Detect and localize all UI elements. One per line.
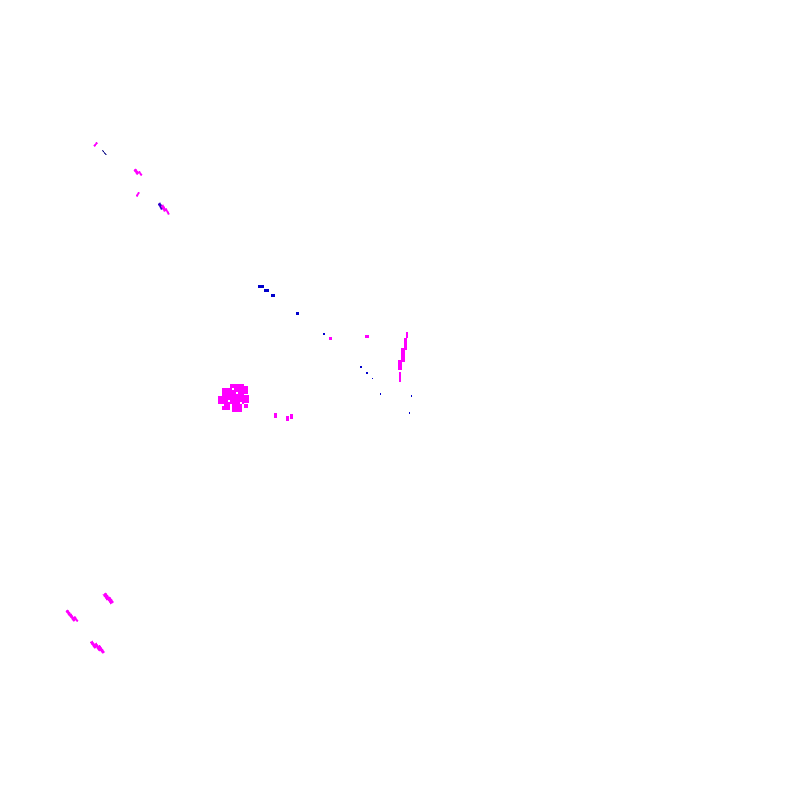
streak xyxy=(406,332,408,338)
blob-hole xyxy=(228,400,230,402)
streak xyxy=(160,204,167,212)
dot xyxy=(365,335,369,338)
blob-hole xyxy=(240,402,242,404)
blob-speck xyxy=(290,414,293,419)
cluster-upper-left-streaks xyxy=(93,141,170,215)
blob-part xyxy=(222,404,230,410)
streak xyxy=(399,372,401,382)
cluster-center-diagonal-dots xyxy=(258,285,412,414)
dot xyxy=(264,289,269,292)
streak xyxy=(68,613,76,622)
cluster-large-blob xyxy=(218,384,293,421)
dot xyxy=(409,412,410,414)
streak xyxy=(133,168,140,176)
blob-part xyxy=(218,396,230,404)
streak xyxy=(138,170,143,177)
dot xyxy=(258,285,264,288)
dot xyxy=(360,366,362,368)
streak xyxy=(106,596,114,605)
blob-part xyxy=(240,386,248,394)
cluster-lower-left-streaks xyxy=(65,592,114,654)
cluster-vertical-streak xyxy=(398,332,408,382)
dot xyxy=(323,333,325,335)
streak xyxy=(93,141,99,147)
blob-hole xyxy=(232,388,234,390)
streak xyxy=(102,150,107,156)
streak xyxy=(404,338,407,350)
streak xyxy=(401,348,405,362)
dot xyxy=(296,312,299,315)
blob-speck xyxy=(286,416,289,421)
blob-part xyxy=(244,404,248,408)
streak xyxy=(135,191,140,198)
blob-part xyxy=(228,394,244,404)
streak xyxy=(164,207,170,215)
dot xyxy=(380,393,381,395)
blob-hole xyxy=(222,404,224,406)
dot xyxy=(372,378,373,379)
blob-speck xyxy=(274,413,277,418)
streak xyxy=(73,615,79,623)
dot xyxy=(271,294,275,297)
blob-part xyxy=(222,388,232,396)
blob-hole xyxy=(236,392,238,394)
blob-part xyxy=(232,404,242,412)
dot xyxy=(329,337,332,340)
dot xyxy=(366,372,368,374)
streak xyxy=(97,644,105,654)
dot xyxy=(411,395,412,397)
streak xyxy=(398,360,402,370)
streak xyxy=(89,640,97,649)
blob-part xyxy=(242,395,249,403)
blob-part xyxy=(230,384,244,394)
